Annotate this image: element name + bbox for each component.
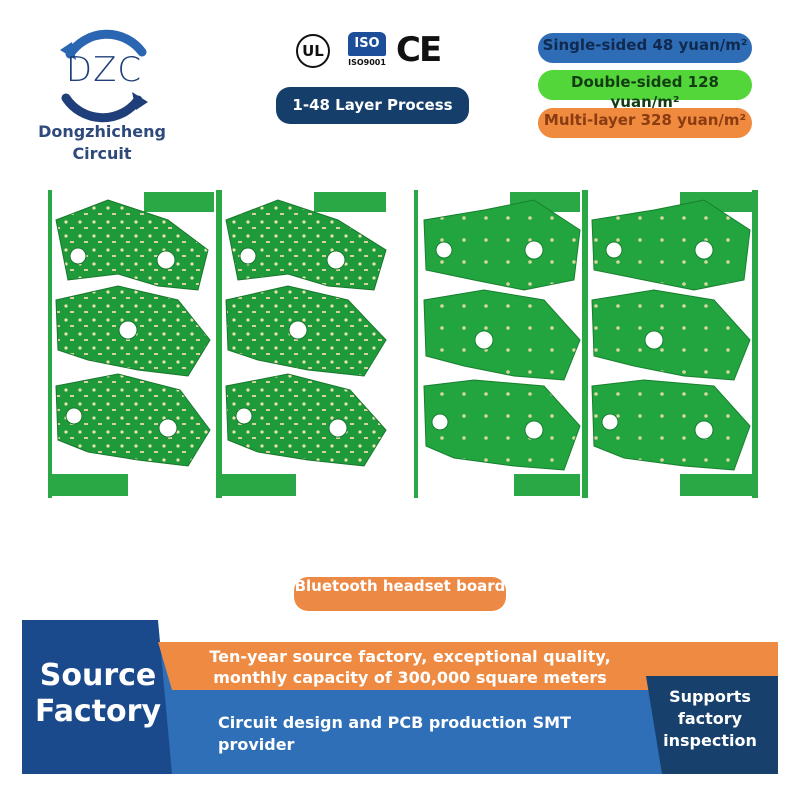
logo-text: DZC [65,50,143,90]
product-label: Bluetooth headset board [294,577,506,611]
iso-badge: ISO ISO9001 [348,32,386,70]
footer-banner: Source Factory Ten-year source factory, … [22,620,778,780]
pcb-board-illustration [48,190,392,498]
brand-logo: DZC [44,26,174,166]
company-name: Dongzhicheng Circuit [38,122,166,163]
ul-mark-icon: UL [296,34,330,68]
ce-mark: CE [396,30,442,70]
provider-text: Circuit design and PCB production SMT pr… [218,713,571,754]
price-multi-layer: Multi-layer 328 yuan/m² [538,108,752,138]
pcb-panel-top-side [48,190,392,498]
price-single-sided: Single-sided 48 yuan/m² [538,33,752,63]
price-double-sided: Double-sided 128 yuan/m² [538,70,752,111]
logo-ring-icon [60,29,148,123]
factory-inspection-text: Supports factory inspection [663,687,757,750]
footer-background [22,620,778,780]
factory-tagline: Ten-year source factory, exceptional qua… [209,647,611,687]
layer-process-badge: 1-48 Layer Process [276,87,469,124]
certification-marks: UL ISO ISO9001 CE [296,30,456,70]
pcb-board-illustration-back [414,190,758,498]
iso-sub-label: ISO9001 [348,58,386,67]
iso-label: ISO [348,32,386,56]
source-factory-title: Source Factory [34,658,162,729]
pcb-panel-bottom-side [414,190,758,498]
